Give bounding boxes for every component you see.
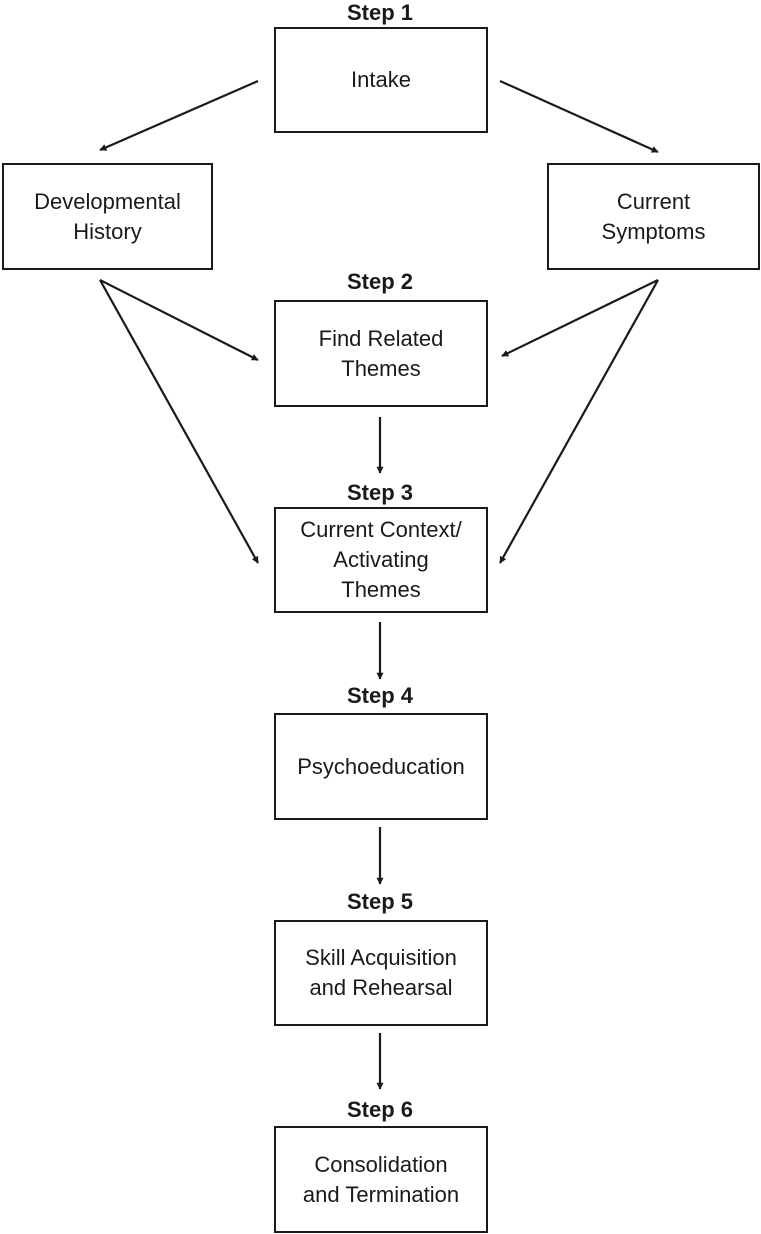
- consolidation-label-line2: and Termination: [302, 1181, 460, 1207]
- arrow-intake-to-symptoms: [499, 79, 659, 154]
- step-5-label: Step 5: [346, 889, 414, 914]
- current-symptoms-label-line1: Current: [616, 188, 691, 214]
- arrow-history-to-themes: [99, 279, 259, 361]
- developmental-history-label-line2: History: [73, 218, 142, 244]
- skill-acquisition-label-line1: Skill Acquisition: [305, 945, 457, 970]
- consolidation-label-line1: Consolidation: [314, 1151, 448, 1177]
- find-related-themes-label-line1: Find Related: [318, 325, 444, 351]
- current-context-label-line3: Themes: [341, 577, 421, 602]
- step-6-label: Step 6: [346, 1097, 414, 1122]
- intake-label: Intake: [351, 67, 411, 92]
- consolidation-box: Consolidation and Termination: [274, 1126, 488, 1233]
- arrow-symptoms-to-themes: [501, 279, 659, 357]
- intake-box: Intake: [274, 27, 488, 133]
- step-2-label: Step 2: [346, 269, 414, 294]
- psychoeducation-label: Psychoeducation: [297, 753, 465, 779]
- psychoeducation-box: Psychoeducation: [274, 713, 488, 820]
- skill-acquisition-box: Skill Acquisition and Rehearsal: [274, 920, 488, 1026]
- current-symptoms-label-line2: Symptoms: [601, 218, 706, 244]
- current-symptoms-box: Current Symptoms: [547, 163, 760, 270]
- find-related-themes-label-line2: Themes: [341, 355, 421, 381]
- current-context-label-line1: Current Context/: [300, 517, 462, 542]
- step-4-label: Step 4: [346, 683, 414, 708]
- arrow-history-to-context: [99, 279, 259, 564]
- step-3-label: Step 3: [346, 480, 414, 505]
- step-1-label: Step 1: [346, 0, 414, 25]
- find-related-themes-box: Find Related Themes: [274, 300, 488, 407]
- skill-acquisition-label-line2: and Rehearsal: [309, 975, 453, 1000]
- developmental-history-box: Developmental History: [2, 163, 213, 270]
- current-context-box: Current Context/ Activating Themes: [274, 507, 488, 613]
- arrow-intake-to-history: [99, 79, 259, 152]
- current-context-label-line2: Activating: [333, 547, 429, 572]
- arrow-symptoms-to-context: [499, 279, 659, 564]
- developmental-history-label-line1: Developmental: [34, 188, 181, 214]
